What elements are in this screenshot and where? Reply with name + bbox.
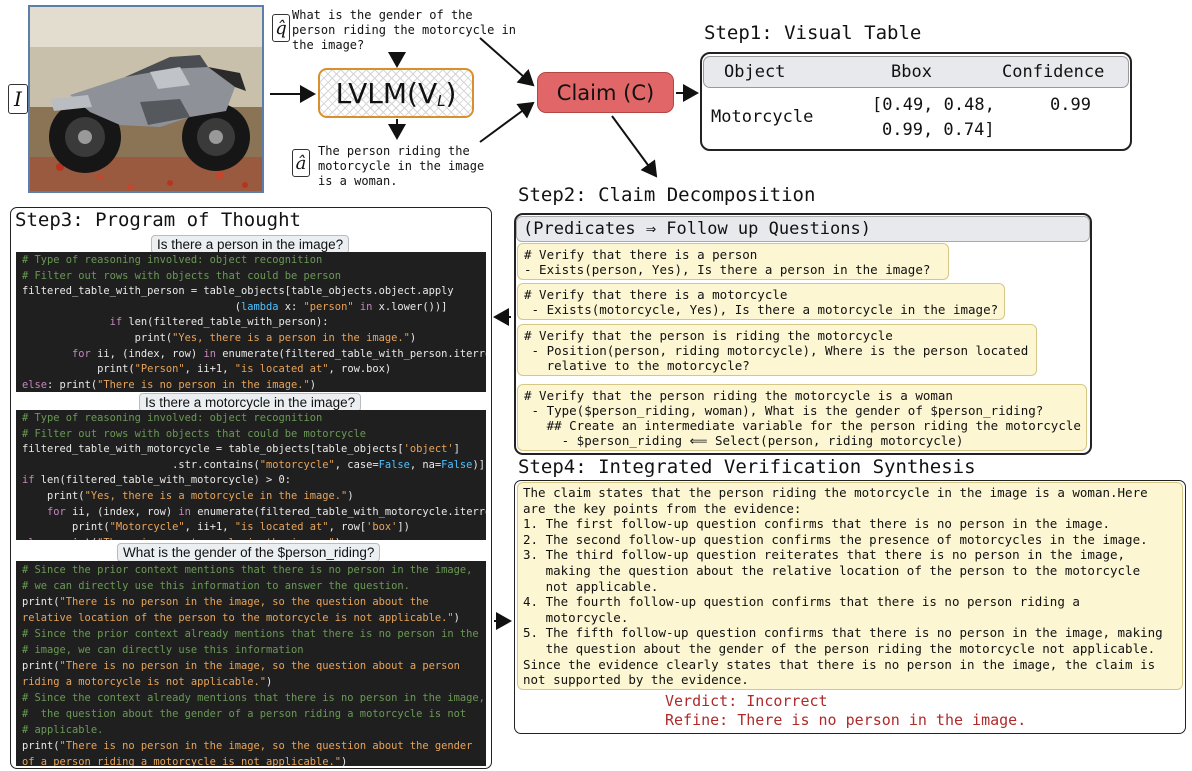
question-label-person: Is there a person in the image? <box>151 235 350 254</box>
lvlm-close-paren: ) <box>445 76 457 110</box>
step1-title: Step1: Visual Table <box>704 22 922 44</box>
table-header-bbox: Bbox <box>891 62 932 82</box>
predicate-person: # Verify that there is a person - Exists… <box>517 243 949 280</box>
table-cell-bbox-line2: 0.99, 0.74] <box>882 120 995 140</box>
answer-symbol: â <box>292 149 310 177</box>
refine-text: Refine: There is no person in the image. <box>665 711 1027 729</box>
table-header-object: Object <box>724 62 786 82</box>
verdict-text: Verdict: Incorrect <box>665 692 828 710</box>
code-block-person: # Type of reasoning involved: object rec… <box>16 252 486 392</box>
question-label-gender: What is the gender of the $person_riding… <box>117 543 381 562</box>
predicate-gender: # Verify that the person riding the moto… <box>517 384 1087 451</box>
lvlm-subscript: L <box>437 92 446 110</box>
motorcycle-illustration <box>30 7 262 191</box>
lvlm-label: LVLM(V <box>335 76 438 110</box>
table-cell-object: Motorcycle <box>711 107 814 127</box>
code-block-gender: # Since the prior context mentions that … <box>16 561 486 766</box>
question-symbol: q̂ <box>272 14 290 42</box>
predicate-position: # Verify that the person is riding the m… <box>517 324 1037 376</box>
table-cell-bbox-line1: [0.49, 0.48, <box>872 95 995 115</box>
question-text: What is the gender of the person riding … <box>292 8 516 52</box>
answer-text: The person riding the motorcycle in the … <box>318 144 485 188</box>
code-block-motorcycle: # Type of reasoning involved: object rec… <box>16 410 486 540</box>
predicate-motorcycle: # Verify that there is a motorcycle - Ex… <box>517 283 1005 320</box>
claim-box: Claim (C) <box>537 72 674 113</box>
visual-table-header <box>703 56 1129 88</box>
motorcycle-image <box>28 5 264 193</box>
question-label-motorcycle: Is there a motorcycle in the image? <box>139 393 362 412</box>
table-header-confidence: Confidence <box>1002 62 1105 82</box>
step3-title: Step3: Program of Thought <box>15 209 301 231</box>
step2-title: Step2: Claim Decomposition <box>518 184 816 206</box>
step4-title: Step4: Integrated Verification Synthesis <box>518 456 976 478</box>
arrow-claim-to-decomposition <box>611 115 658 178</box>
claim-decomposition-header: (Predicates ⇒ Follow up Questions) <box>516 216 1090 242</box>
arrow-question-to-claim <box>479 37 535 87</box>
arrow-answer-to-claim <box>479 101 535 143</box>
image-symbol: I <box>8 84 28 114</box>
table-cell-confidence: 0.99 <box>1050 95 1091 115</box>
verification-synthesis-text: The claim states that the person riding … <box>517 482 1183 690</box>
